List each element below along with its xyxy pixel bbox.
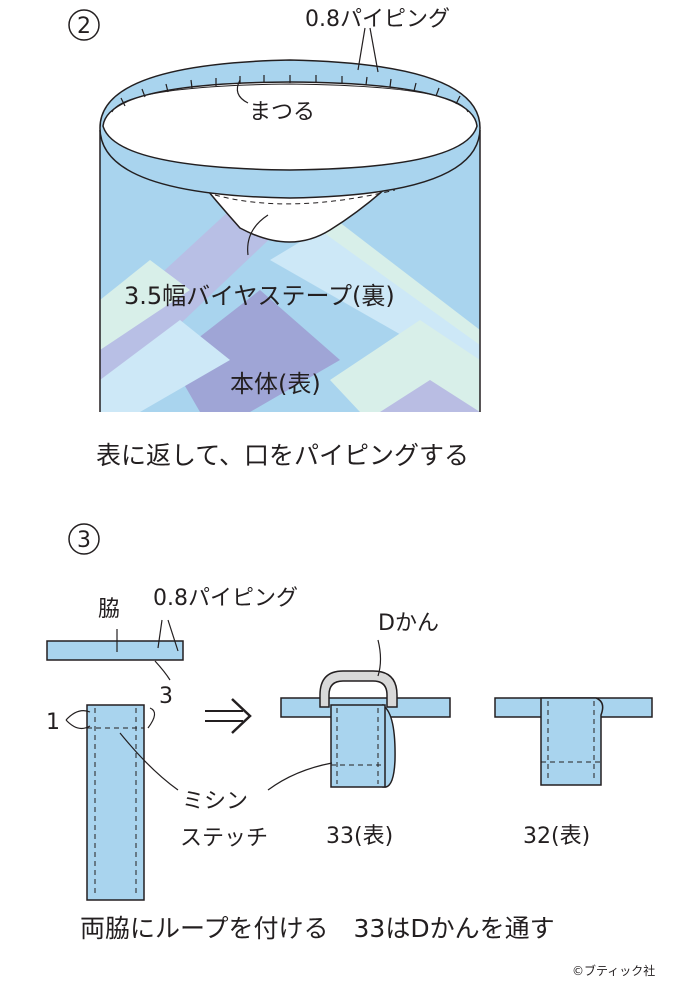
arrow-right-icon: [205, 698, 252, 734]
label-matsuru: まつる: [249, 100, 315, 125]
side-piping-strip: [46, 619, 184, 681]
loop-strip: [65, 704, 179, 901]
svg-text:3: 3: [77, 528, 91, 553]
opening-piping: [99, 27, 481, 199]
fabric-pattern: [100, 140, 480, 412]
label-3: 3: [159, 684, 173, 709]
label-d-ring: Dかん: [378, 611, 439, 636]
loop-33-with-d-ring: [267, 639, 451, 791]
label-1: 1: [46, 710, 60, 735]
label-32: 32(表): [523, 824, 590, 849]
step2-caption: 表に返して、口をパイピングする: [96, 441, 469, 470]
label-side: 脇: [98, 597, 120, 622]
label-33: 33(表): [326, 824, 393, 849]
label-stitch-2: ステッチ: [180, 826, 268, 851]
bag-body: [99, 130, 481, 412]
label-piping-2: 0.8パイピング: [305, 7, 450, 32]
step2-number-badge: 2: [68, 9, 100, 41]
svg-text:2: 2: [77, 14, 91, 39]
step3-caption: 両脇にループを付ける 33はDかんを通す: [80, 914, 555, 943]
label-bias-tape: 3.5幅バイヤステープ(裏): [124, 282, 395, 310]
label-body-front: 本体(表): [230, 370, 321, 398]
copyright: ©ブティック社: [572, 963, 655, 978]
loop-32: [494, 697, 653, 786]
label-piping-3: 0.8パイピング: [153, 586, 298, 611]
step3-number-badge: 3: [68, 523, 100, 555]
blind-stitch-marks: [120, 75, 461, 107]
label-stitch-1: ミシン: [182, 789, 248, 814]
